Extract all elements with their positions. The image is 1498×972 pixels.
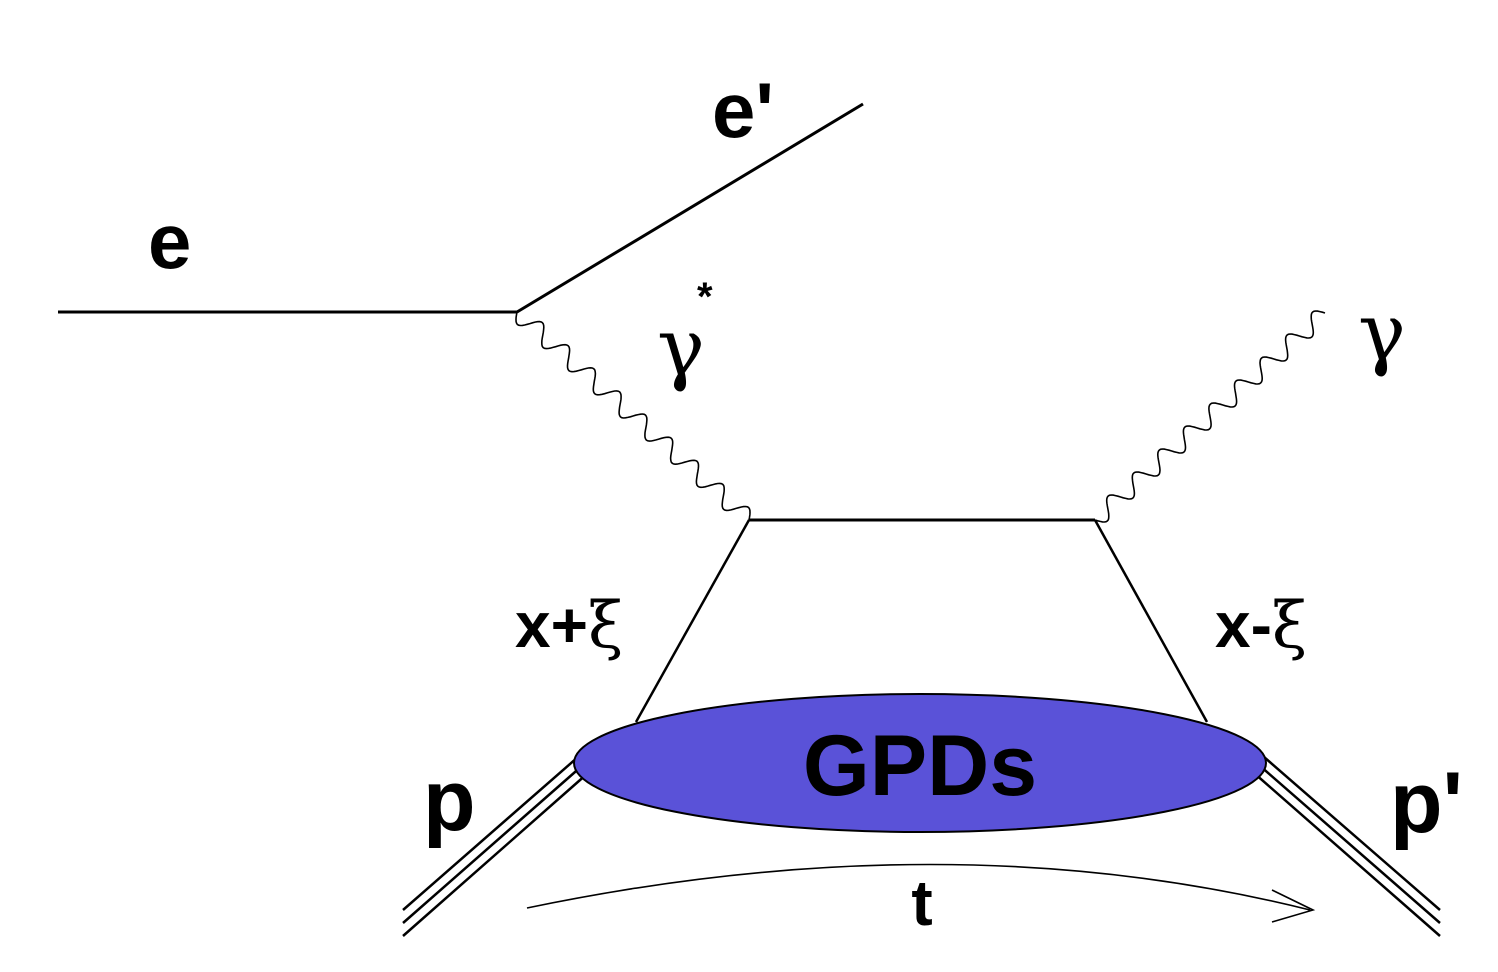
gpds-label: GPDs	[803, 718, 1037, 814]
xi-symbol-left: ξ	[588, 589, 623, 663]
real-photon-label: γ	[1358, 286, 1406, 379]
x-minus-text: x-	[1215, 589, 1272, 661]
virtual-photon-wavy-line	[515, 311, 751, 521]
incoming-electron-label: e	[148, 197, 191, 285]
outgoing-electron-line	[516, 102, 864, 314]
incoming-quark-momentum-label: x+ξ	[515, 589, 623, 663]
incoming-proton-label: p	[423, 753, 476, 849]
momentum-transfer-label: t	[911, 867, 932, 939]
outgoing-proton-label: p'	[1390, 755, 1463, 851]
gpds-blob	[573, 693, 1267, 833]
arrow-head	[1271, 889, 1316, 923]
outgoing-quark-momentum-label: x-ξ	[1215, 589, 1307, 663]
real-photon-wavy-line	[1094, 310, 1326, 523]
virtual-photon-label: γ	[657, 301, 705, 394]
incoming-quark-line	[634, 519, 751, 723]
momentum-transfer-arrow	[526, 863, 1311, 911]
outgoing-electron-label: e'	[712, 66, 774, 154]
x-plus-text: x+	[515, 589, 588, 661]
outgoing-quark-line	[1093, 519, 1209, 723]
outgoing-proton-line	[1253, 756, 1441, 937]
incoming-proton-line	[402, 756, 589, 937]
virtual-photon-star: *	[697, 275, 713, 319]
xi-symbol-right: ξ	[1272, 589, 1307, 663]
